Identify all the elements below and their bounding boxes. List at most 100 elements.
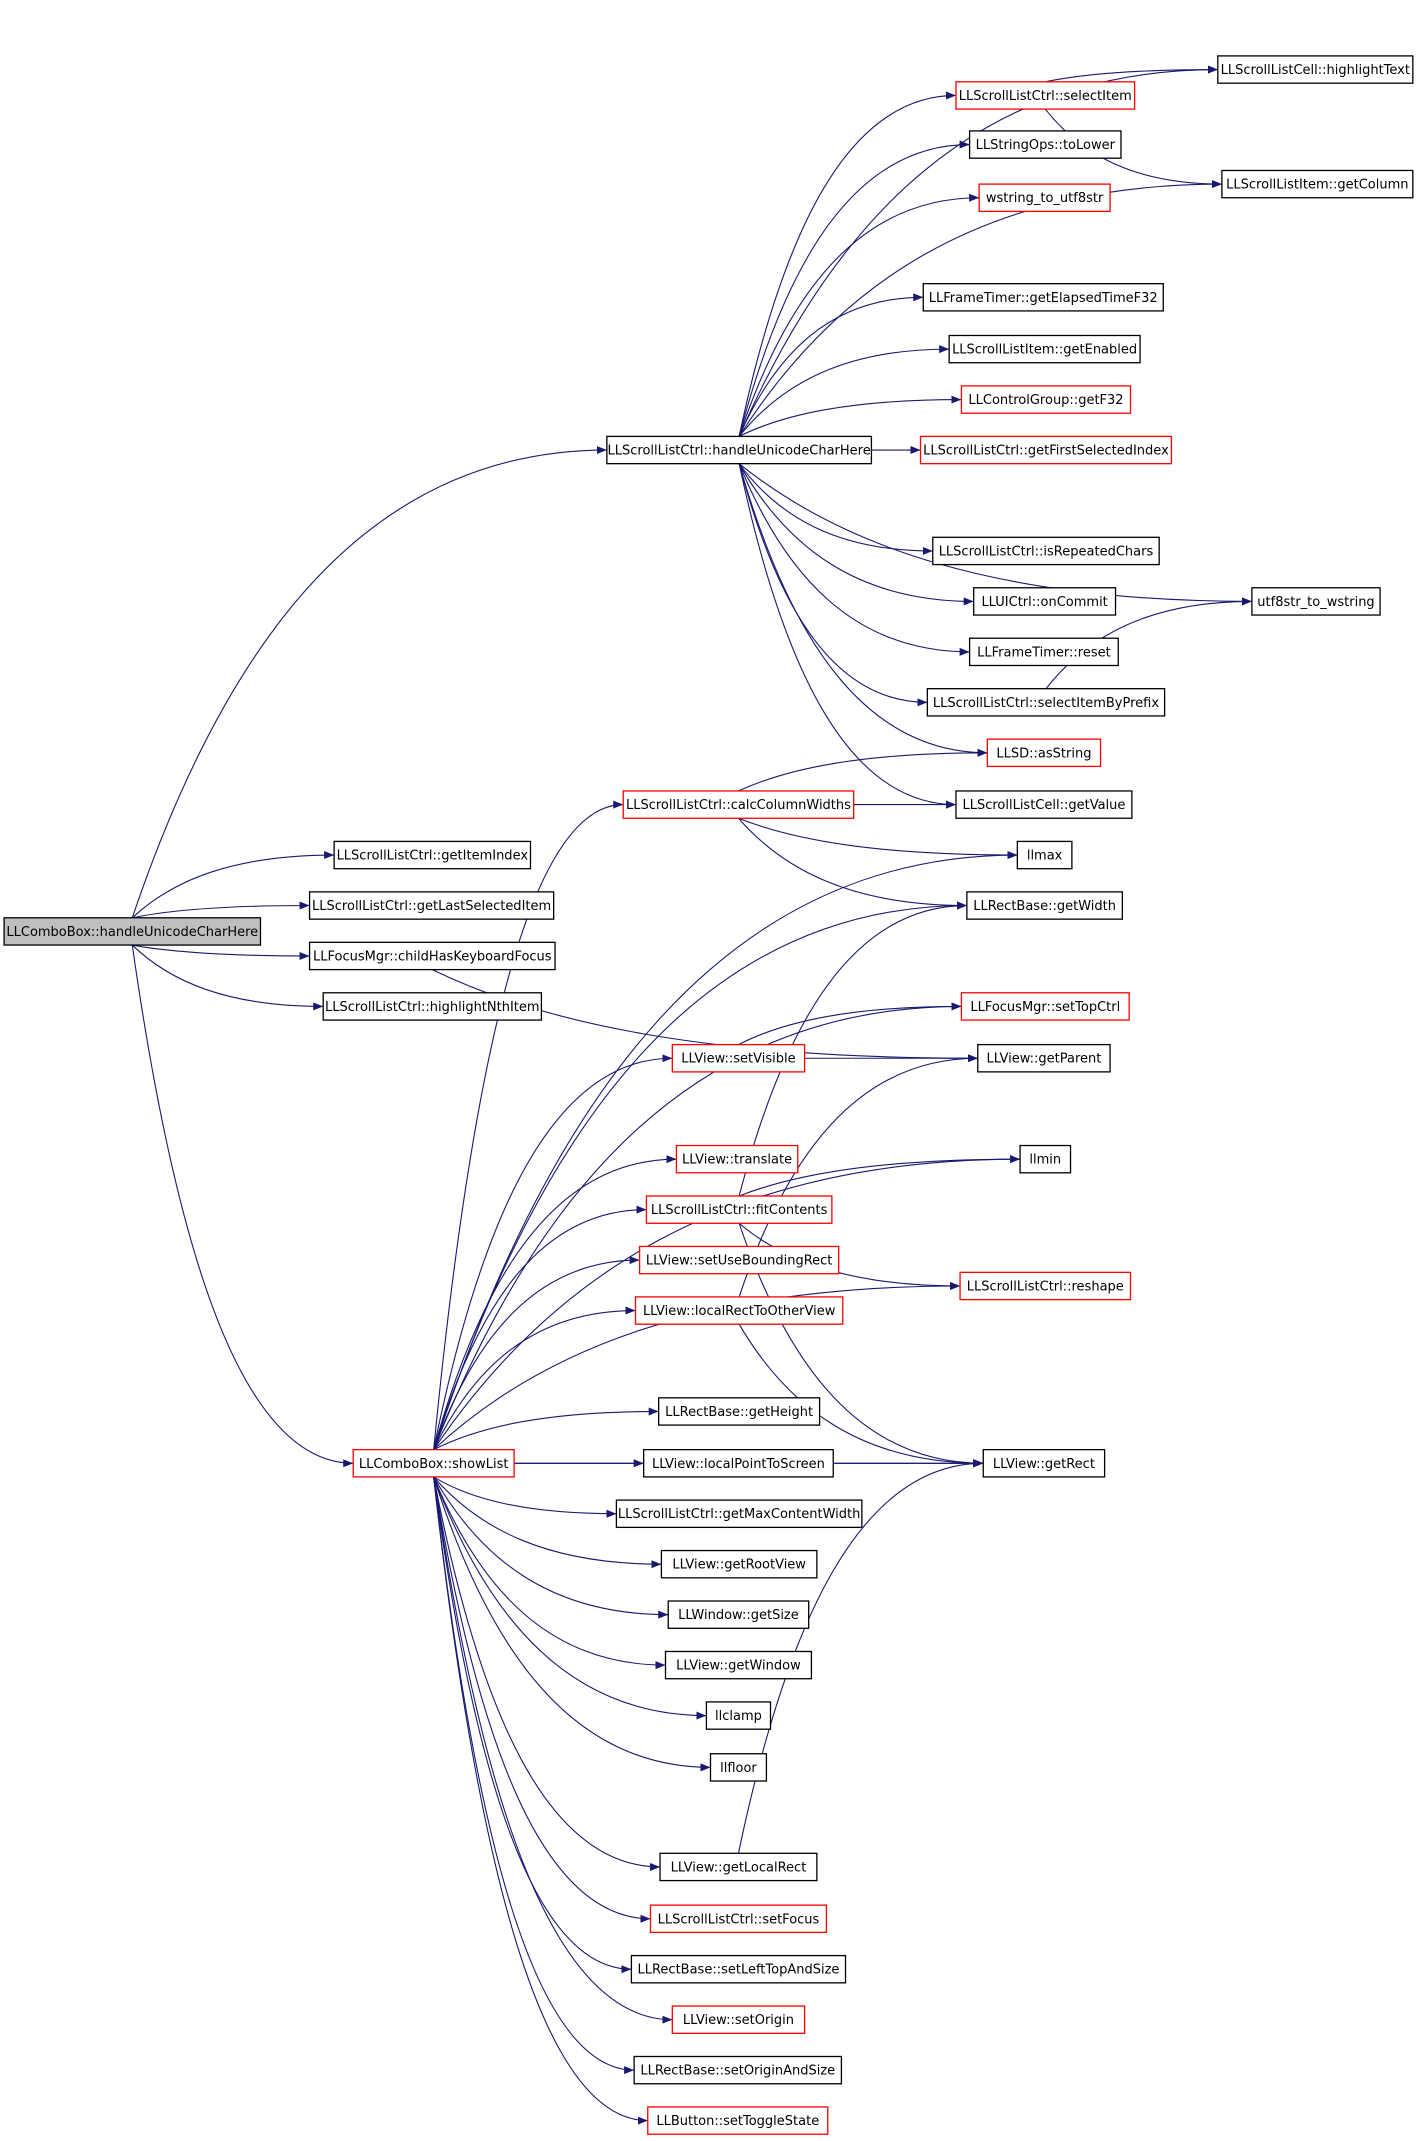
node-showList[interactable]: LLComboBox::showList (352, 1448, 515, 1478)
node-setFocus[interactable]: LLScrollListCtrl::setFocus (649, 1904, 828, 1934)
edge-root-to-hUCH (131, 446, 607, 918)
edge-line (738, 901, 967, 1197)
edge-root-to-highlightNthItem (131, 944, 324, 1011)
node-localRectToOtherView[interactable]: LLView::localRectToOtherView (634, 1296, 844, 1325)
node-label: LLView::getParent (986, 1052, 1101, 1067)
node-label: LLButton::setToggleState (656, 2114, 819, 2129)
edge-selectItem-to-getColumn (1044, 108, 1222, 189)
node-calcColumnWidths[interactable]: LLScrollListCtrl::calcColumnWidths (622, 790, 855, 819)
node-label: llclamp (715, 1709, 762, 1724)
node-setTopCtrl[interactable]: LLFocusMgr::setTopCtrl (960, 992, 1130, 1021)
edge-hUCH-to-getF32 (738, 395, 962, 437)
node-box (649, 1904, 828, 1934)
node-setOrigin[interactable]: LLView::setOrigin (671, 2005, 806, 2034)
node-llfloor[interactable]: llfloor (709, 1753, 768, 1782)
node-onCommit[interactable]: LLUICtrl::onCommit (973, 587, 1117, 616)
node-root[interactable]: LLComboBox::handleUnicodeCharHere (3, 917, 262, 946)
node-reshape[interactable]: LLScrollListCtrl::reshape (959, 1271, 1132, 1301)
node-box (615, 1499, 863, 1529)
node-setToggleState[interactable]: LLButton::setToggleState (647, 2106, 829, 2135)
node-box (926, 688, 1166, 717)
node-box (922, 283, 1164, 312)
edge-showList-to-setToggleState (433, 1476, 648, 2125)
edge-showList-to-setVisible (433, 1054, 673, 1450)
node-llmax[interactable]: llmax (1016, 840, 1073, 870)
node-getItemIndex[interactable]: LLScrollListCtrl::getItemIndex (333, 840, 532, 870)
node-highlightNthItem[interactable]: LLScrollListCtrl::highlightNthItem (322, 992, 543, 1021)
edges-layer (131, 65, 1252, 2125)
edge-root-to-childHasKeyboardFocus (132, 944, 310, 960)
edge-hUCH-to-getColumn (738, 180, 1222, 437)
node-getColumn[interactable]: LLScrollListItem::getColumn (1221, 169, 1414, 199)
node-getElapsedTimeF32[interactable]: LLFrameTimer::getElapsedTimeF32 (922, 283, 1164, 312)
edge-showList-to-getMaxContentWidth (433, 1476, 617, 1518)
edge-showList-to-llmin (433, 1155, 1021, 1450)
node-getEnabled[interactable]: LLScrollListItem::getEnabled (948, 334, 1141, 364)
edge-line (433, 1476, 662, 1569)
node-box (634, 1296, 844, 1325)
node-llmin[interactable]: llmin (1019, 1144, 1072, 1174)
node-getF32[interactable]: LLControlGroup::getF32 (960, 385, 1132, 414)
node-box (986, 738, 1102, 768)
node-setUseBoundingRect[interactable]: LLView::setUseBoundingRect (638, 1245, 840, 1275)
node-getWindow[interactable]: LLView::getWindow (664, 1650, 813, 1680)
node-getWidth[interactable]: LLRectBase::getWidth (966, 891, 1123, 920)
edge-calcColumnWidths-to-llmax (738, 817, 1018, 860)
node-label: LLScrollListCtrl::getMaxContentWidth (618, 1507, 860, 1522)
edge-line (738, 345, 950, 437)
node-translate[interactable]: LLView::translate (675, 1144, 799, 1174)
node-llclamp[interactable]: llclamp (705, 1701, 772, 1730)
edge-showList-to-localRectToOtherView (433, 1306, 636, 1450)
node-box (667, 1600, 810, 1629)
node-getValue[interactable]: LLScrollListCell::getValue (955, 790, 1133, 819)
node-setOriginAndSize[interactable]: LLRectBase::setOriginAndSize (633, 2055, 843, 2085)
node-label: LLScrollListCtrl::selectItemByPrefix (933, 696, 1159, 711)
node-childHasKeyboardFocus[interactable]: LLFocusMgr::childHasKeyboardFocus (308, 941, 556, 971)
node-label: llmin (1029, 1153, 1061, 1168)
node-localPointToScreen[interactable]: LLView::localPointToScreen (643, 1448, 834, 1478)
node-toLower[interactable]: LLStringOps::toLower (968, 130, 1122, 159)
node-box (968, 637, 1119, 667)
node-box (982, 1448, 1106, 1478)
node-box (1221, 169, 1414, 199)
node-hUCH[interactable]: LLScrollListCtrl::handleUnicodeCharHere (606, 435, 873, 465)
node-getLastSelectedItem[interactable]: LLScrollListCtrl::getLastSelectedItem (308, 891, 555, 920)
node-getParent[interactable]: LLView::getParent (977, 1043, 1111, 1073)
node-utf8str_to_wstring[interactable]: utf8str_to_wstring (1251, 587, 1381, 616)
node-label: llmax (1027, 849, 1063, 864)
edge-line (433, 1476, 651, 1923)
node-label: LLView::getWindow (676, 1659, 801, 1674)
node-asString[interactable]: LLSD::asString (986, 738, 1102, 768)
node-selectItemByPrefix[interactable]: LLScrollListCtrl::selectItemByPrefix (926, 688, 1166, 717)
edge-showList-to-fitContents (433, 1205, 647, 1450)
node-getMaxContentWidth[interactable]: LLScrollListCtrl::getMaxContentWidth (615, 1499, 863, 1529)
node-getFirstSelectedIndex[interactable]: LLScrollListCtrl::getFirstSelectedIndex (919, 435, 1173, 465)
node-selectItem[interactable]: LLScrollListCtrl::selectItem (955, 81, 1136, 110)
node-isRepeatedChars[interactable]: LLScrollListCtrl::isRepeatedChars (932, 536, 1160, 566)
node-fitContents[interactable]: LLScrollListCtrl::fitContents (645, 1195, 833, 1224)
edge-line (433, 1476, 669, 1619)
node-highlightText[interactable]: LLScrollListCell::highlightText (1217, 55, 1414, 84)
node-label: LLStringOps::toLower (976, 138, 1116, 153)
node-box (977, 1043, 1111, 1073)
node-label: LLView::getRootView (672, 1558, 806, 1573)
node-setVisible[interactable]: LLView::setVisible (671, 1043, 806, 1073)
node-box (664, 1650, 813, 1680)
edge-line (738, 463, 956, 809)
edge-line (433, 901, 967, 1450)
node-getSize[interactable]: LLWindow::getSize (667, 1600, 810, 1629)
node-reset[interactable]: LLFrameTimer::reset (968, 637, 1119, 667)
node-box (647, 2106, 829, 2135)
edge-line (738, 1323, 984, 1468)
node-box (1019, 1144, 1072, 1174)
node-getRect[interactable]: LLView::getRect (982, 1448, 1106, 1478)
edge-line (433, 1476, 648, 2125)
edge-line (433, 1476, 666, 1670)
node-getHeight[interactable]: LLRectBase::getHeight (658, 1397, 821, 1426)
node-label: LLComboBox::handleUnicodeCharHere (6, 925, 258, 940)
node-getLocalRect[interactable]: LLView::getLocalRect (659, 1852, 818, 1882)
node-label: LLView::setUseBoundingRect (646, 1254, 833, 1269)
node-getRootView[interactable]: LLView::getRootView (660, 1549, 818, 1579)
node-setLeftTopAndSize[interactable]: LLRectBase::setLeftTopAndSize (630, 1954, 847, 1984)
node-wstring_to_utf8str[interactable]: wstring_to_utf8str (978, 183, 1111, 213)
